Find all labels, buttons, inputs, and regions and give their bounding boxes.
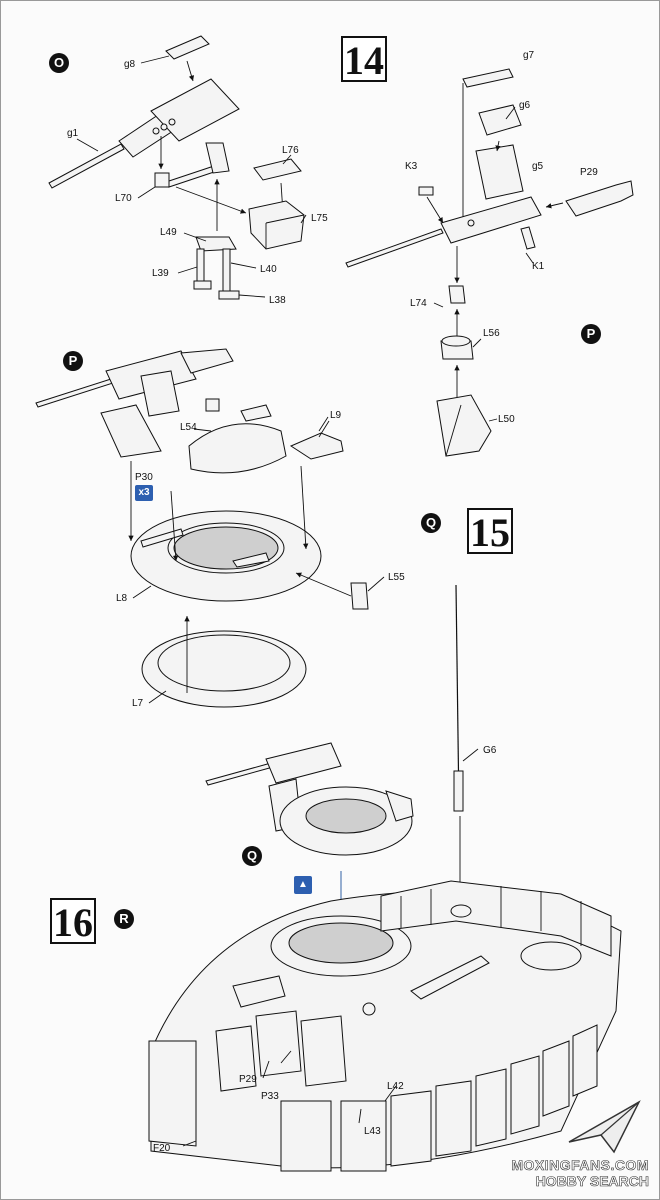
part-label: L9 [330,410,342,421]
subassembly-p-badge-2: P [63,351,83,371]
step-15-number: 15 [467,508,513,554]
part-label: L56 [483,328,500,339]
mg-assembly-o [48,35,307,300]
part-label: L8 [116,593,128,604]
turret-body [148,880,622,1172]
cupola-assembly-q [205,742,414,962]
part-label: L7 [132,698,144,709]
mg-assembly-p [345,68,634,457]
part-label: L55 [388,572,405,583]
subassembly-r-badge: R [114,909,134,929]
watermark-site: MOXINGFANS.COM [511,1157,649,1174]
part-label: P30 [135,472,153,483]
part-label: L54 [180,422,197,433]
part-label: P29 [580,167,598,178]
subassembly-q-badge-2: Q [242,846,262,866]
part-label: g1 [67,128,79,139]
part-label: L74 [410,298,427,309]
watermark: MOXINGFANS.COM HOBBY SEARCH [511,1097,649,1189]
part-label: g6 [519,100,531,111]
part-label: L38 [269,295,286,306]
part-label: F20 [153,1143,171,1154]
step-16-number: 16 [50,898,96,944]
part-label: L40 [260,264,277,275]
part-label: L42 [387,1081,404,1092]
quantity-x3-badge: x3 [135,485,153,501]
part-label: K1 [532,261,545,272]
part-label: L75 [311,213,328,224]
part-label: g7 [523,50,535,61]
part-label: G6 [483,745,497,756]
watermark-brand: HOBBY SEARCH [535,1173,649,1190]
glue-icon: ▲ [294,876,312,894]
part-label: L39 [152,268,169,279]
subassembly-o-badge: O [49,53,69,73]
part-label: L70 [115,193,132,204]
subassembly-q-badge: Q [421,513,441,533]
step-14-number: 14 [341,36,387,82]
antenna-assembly [453,584,479,906]
part-label: P33 [261,1091,279,1102]
part-label: L49 [160,227,177,238]
paper-plane-logo-icon [568,1100,641,1154]
part-label: K3 [405,161,418,172]
cupola-assembly [35,348,385,708]
part-label: g5 [532,161,544,172]
part-label: g8 [124,59,136,70]
part-label: L50 [498,414,515,425]
part-label: L43 [364,1126,381,1137]
part-label: L76 [282,145,299,156]
part-label: P29 [239,1074,257,1085]
subassembly-p-badge: P [581,324,601,344]
